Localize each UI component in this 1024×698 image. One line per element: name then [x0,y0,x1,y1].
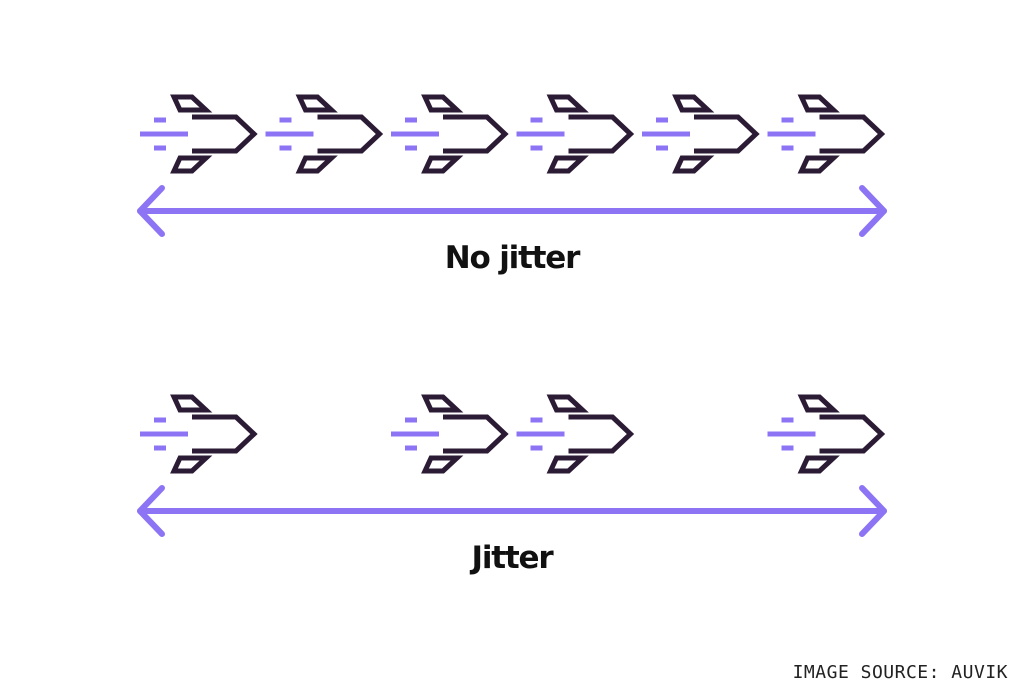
airplane-icon [391,394,509,474]
double-arrow-icon [137,185,887,237]
image-source-credit: IMAGE SOURCE: AUVIK [792,662,1008,683]
airplane-icon [516,94,635,174]
airplane-icon [265,94,384,174]
airplane-icon [516,394,635,474]
airplane-icon [767,94,886,174]
airplane-icon [767,394,886,474]
double-arrow-icon [137,485,887,537]
no-jitter-label: No jitter [444,240,581,276]
airplane-icon [140,394,258,474]
no-jitter-row [137,94,887,237]
jitter-row [137,394,887,537]
jitter-label: Jitter [471,540,554,576]
airplane-icon [391,94,509,174]
airplane-icon [642,94,760,174]
airplane-icon [140,94,258,174]
